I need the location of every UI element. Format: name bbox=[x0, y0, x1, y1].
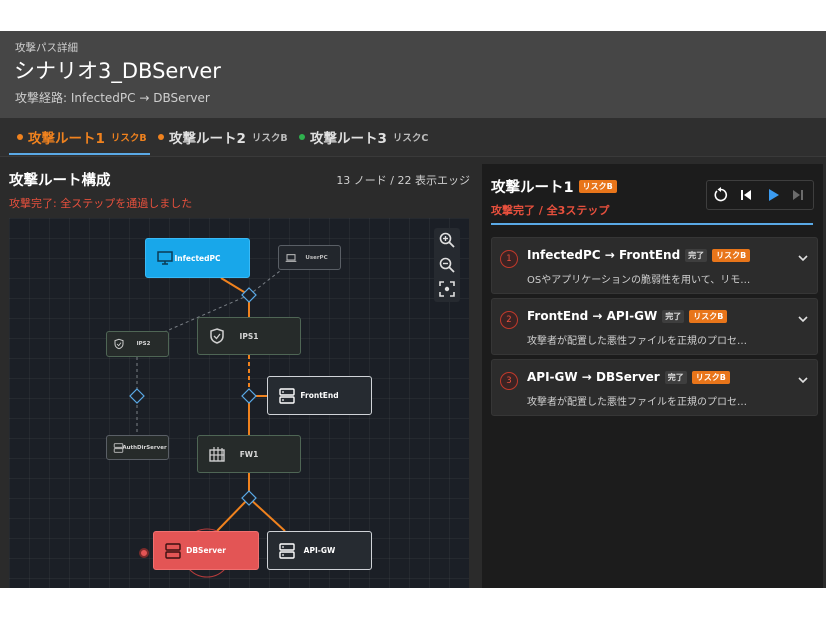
step-state-badge: 完了 bbox=[664, 370, 687, 384]
junction-diamond bbox=[241, 388, 257, 404]
tab-risk: リスクB bbox=[110, 133, 147, 144]
step-number: 3 bbox=[500, 372, 518, 390]
route-tabs: 攻撃ルート1 リスクB 攻撃ルート2 リスクB 攻撃ルート3 リスクC bbox=[0, 118, 826, 157]
node-ips1[interactable]: IPS1 bbox=[197, 317, 301, 355]
network-graph[interactable]: InfectedPC UserPC IPS2 bbox=[9, 218, 469, 588]
node-label: API-GW bbox=[303, 546, 336, 555]
junction-diamond bbox=[241, 490, 257, 506]
node-label: AuthDirServer bbox=[122, 444, 167, 451]
tab-route-3[interactable]: 攻撃ルート3 リスクC bbox=[299, 118, 428, 156]
status-dot bbox=[17, 134, 23, 140]
step-title-row: API-GW → DBServer 完了 リスクB bbox=[527, 370, 730, 384]
playback-controls bbox=[706, 180, 814, 210]
zoom-out-icon[interactable] bbox=[438, 256, 456, 274]
skip-back-icon[interactable] bbox=[738, 187, 754, 203]
monitor-icon bbox=[157, 251, 173, 265]
play-icon[interactable] bbox=[765, 187, 781, 203]
tab-risk: リスクB bbox=[251, 133, 288, 144]
node-label: UserPC bbox=[305, 254, 328, 261]
node-dbserver[interactable]: DBServer bbox=[153, 531, 259, 570]
tab-label: 攻撃ルート3 bbox=[310, 131, 387, 147]
laptop-icon bbox=[285, 253, 297, 262]
tab-label: 攻撃ルート1 bbox=[28, 131, 105, 147]
attack-step[interactable]: 1 InfectedPC → FrontEnd 完了 リスクB OSやアプリケー… bbox=[491, 237, 818, 294]
step-title: InfectedPC → FrontEnd bbox=[527, 248, 681, 262]
step-risk-badge: リスクB bbox=[691, 370, 730, 384]
node-label: IPS1 bbox=[239, 331, 259, 341]
app-window: 攻撃パス詳細 シナリオ3_DBServer 攻撃経路: InfectedPC →… bbox=[0, 31, 826, 588]
header: 攻撃パス詳細 シナリオ3_DBServer 攻撃経路: InfectedPC →… bbox=[0, 31, 826, 118]
chevron-down-icon[interactable] bbox=[797, 313, 809, 325]
attack-step[interactable]: 3 API-GW → DBServer 完了 リスクB 攻撃者が配置した悪性ファ… bbox=[491, 359, 818, 416]
firewall-icon bbox=[209, 447, 225, 462]
section-divider bbox=[491, 223, 813, 225]
node-label: IPS2 bbox=[136, 341, 151, 347]
step-number: 2 bbox=[500, 311, 518, 329]
step-description: 攻撃者が配置した悪性ファイルを正規のプロセ… bbox=[527, 336, 747, 347]
step-title-row: FrontEnd → API-GW 完了 リスクB bbox=[527, 309, 728, 323]
risk-badge: リスクB bbox=[578, 180, 617, 193]
server-icon bbox=[165, 542, 181, 559]
node-frontend[interactable]: FrontEnd bbox=[267, 376, 372, 415]
edge-ips2 bbox=[138, 294, 250, 344]
attack-route-summary: 攻撃経路: InfectedPC → DBServer bbox=[15, 91, 210, 105]
page-title: シナリオ3_DBServer bbox=[14, 59, 221, 83]
shield-icon bbox=[114, 338, 124, 350]
attack-status: 攻撃完了: 全ステップを通過しました bbox=[9, 197, 193, 210]
step-state-badge: 完了 bbox=[662, 309, 685, 323]
fit-screen-icon[interactable] bbox=[438, 280, 456, 298]
node-label: FW1 bbox=[239, 449, 259, 459]
node-label: DBServer bbox=[186, 546, 226, 555]
server-icon bbox=[279, 387, 295, 404]
graph-edges bbox=[129, 263, 290, 578]
edge-active bbox=[248, 497, 286, 532]
route-status: 攻撃完了 / 全3ステップ bbox=[491, 204, 610, 217]
step-number: 1 bbox=[500, 250, 518, 268]
step-description: OSやアプリケーションの脆弱性を用いて、リモ… bbox=[527, 275, 751, 286]
node-label: InfectedPC bbox=[174, 253, 221, 263]
route-structure-panel: 攻撃ルート構成 13 ノード / 22 表示エッジ 攻撃完了: 全ステップを通過… bbox=[0, 157, 476, 588]
target-marker bbox=[139, 548, 149, 558]
attack-step[interactable]: 2 FrontEnd → API-GW 完了 リスクB 攻撃者が配置した悪性ファ… bbox=[491, 298, 818, 355]
zoom-in-icon[interactable] bbox=[438, 231, 456, 249]
tab-risk: リスクC bbox=[392, 133, 429, 144]
step-state-badge: 完了 bbox=[685, 248, 708, 262]
skip-forward-icon[interactable] bbox=[790, 187, 806, 203]
server-icon bbox=[113, 442, 124, 453]
node-edge-count: 13 ノード / 22 表示エッジ bbox=[336, 174, 470, 187]
status-dot bbox=[158, 134, 164, 140]
step-title: API-GW → DBServer bbox=[527, 370, 660, 384]
route-detail-panel: 攻撃ルート1 リスクB 攻撃完了 / 全3ステップ 1 bbox=[482, 164, 823, 588]
step-title-row: InfectedPC → FrontEnd 完了 リスクB bbox=[527, 248, 751, 262]
panel-title: 攻撃ルート構成 bbox=[9, 173, 111, 189]
tab-route-1[interactable]: 攻撃ルート1 リスクB bbox=[17, 118, 147, 156]
step-risk-badge: リスクB bbox=[689, 309, 728, 323]
route-title: 攻撃ルート1 bbox=[491, 180, 574, 196]
tab-label: 攻撃ルート2 bbox=[169, 131, 246, 147]
tab-route-2[interactable]: 攻撃ルート2 リスクB bbox=[158, 118, 288, 156]
active-tab-indicator bbox=[9, 153, 150, 155]
node-ips2[interactable]: IPS2 bbox=[106, 331, 169, 357]
shield-icon bbox=[210, 328, 224, 344]
chevron-down-icon[interactable] bbox=[797, 252, 809, 264]
edge-active bbox=[216, 497, 250, 532]
node-api-gw[interactable]: API-GW bbox=[267, 531, 372, 570]
step-title: FrontEnd → API-GW bbox=[527, 309, 658, 323]
junction-diamond bbox=[241, 287, 257, 303]
junction-diamond bbox=[129, 388, 145, 404]
node-infected-pc[interactable]: InfectedPC bbox=[145, 238, 250, 278]
node-fw1[interactable]: FW1 bbox=[197, 435, 301, 473]
route-detail-header: 攻撃ルート1 リスクB bbox=[491, 176, 617, 197]
step-risk-badge: リスクB bbox=[712, 248, 751, 262]
server-icon bbox=[279, 542, 295, 559]
header-small-label: 攻撃パス詳細 bbox=[15, 42, 78, 54]
status-dot bbox=[299, 134, 305, 140]
chevron-down-icon[interactable] bbox=[797, 374, 809, 386]
node-auth-dir-server[interactable]: AuthDirServer bbox=[106, 435, 169, 460]
node-label: FrontEnd bbox=[300, 391, 339, 400]
step-description: 攻撃者が配置した悪性ファイルを正規のプロセ… bbox=[527, 397, 747, 408]
reset-icon[interactable] bbox=[713, 187, 729, 203]
node-user-pc[interactable]: UserPC bbox=[278, 245, 341, 270]
zoom-toolbar bbox=[434, 228, 460, 302]
